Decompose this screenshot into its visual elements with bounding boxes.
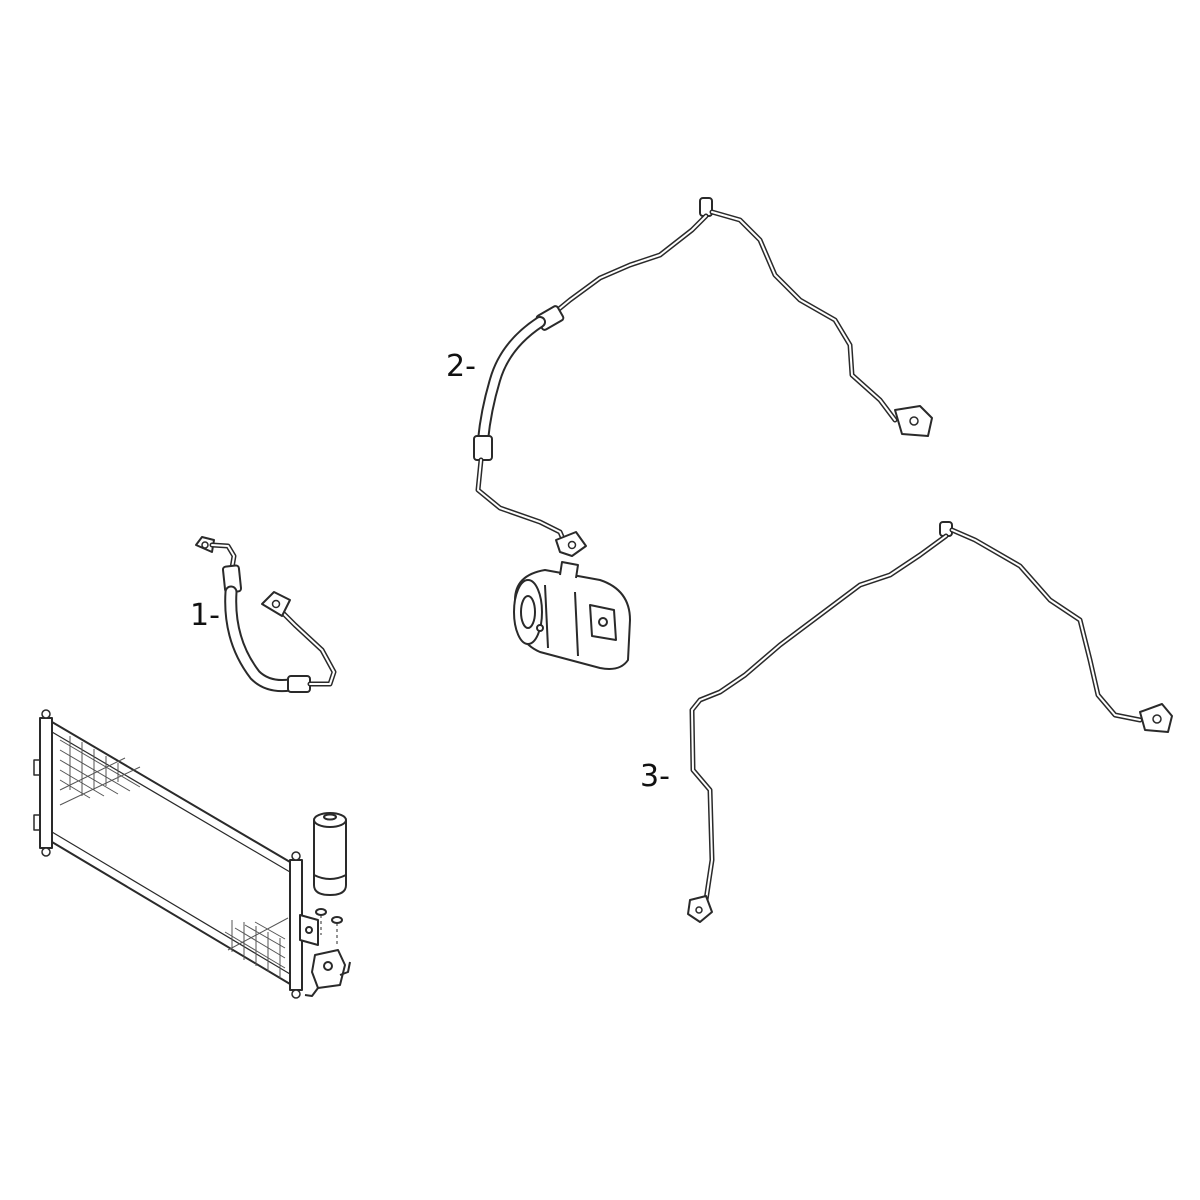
receiver-drier[interactable] <box>299 812 351 997</box>
pipe-assembly-3[interactable] <box>687 521 1173 923</box>
part-label-1: 1- <box>190 598 220 633</box>
condenser[interactable] <box>33 709 303 999</box>
part-label-2: 2- <box>446 349 476 384</box>
hose-assembly-2[interactable] <box>473 197 933 557</box>
compressor[interactable] <box>513 561 631 670</box>
part-label-3: 3- <box>640 759 670 794</box>
hose-assembly-1[interactable] <box>195 536 337 693</box>
